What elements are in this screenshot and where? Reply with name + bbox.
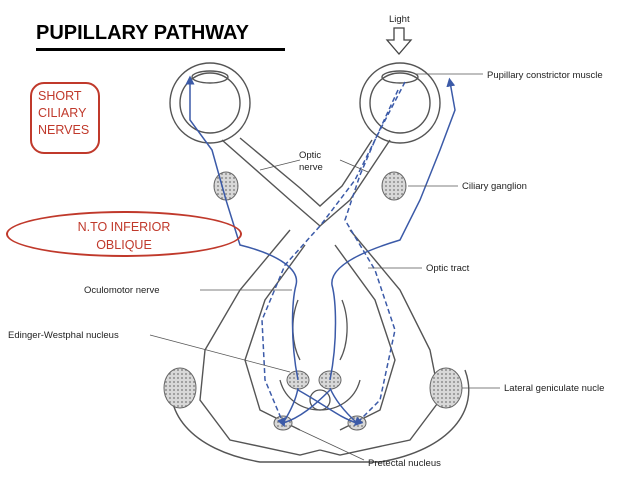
short-ciliary-line1: SHORT [38,89,82,103]
left-ciliary-ganglion [213,171,239,201]
short-ciliary-line2: CILIARY [38,106,87,120]
label-oculomotor-nerve: Oculomotor nerve [84,285,160,296]
title-underline [36,48,285,51]
label-edinger-westphal: Edinger-Westphal nucleus [8,330,119,341]
label-pupillary-constrictor: Pupillary constrictor muscle [487,70,603,81]
label-optic-nerve-line1: Optic [299,150,321,161]
nto-line1: N.TO INFERIOR [77,220,171,234]
right-lateral-geniculate-nucleus [429,367,463,409]
nto-line2: OBLIQUE [96,238,152,252]
label-light: Light [389,14,410,25]
right-eye [359,62,441,144]
leader-lines [149,73,500,461]
efferent-pathway [185,75,456,424]
label-optic-nerve-line2: nerve [299,162,323,173]
slide-title: PUPILLARY PATHWAY [36,22,249,44]
label-optic-tract: Optic tract [426,263,470,274]
afferent-pathway [261,81,406,428]
label-pretectal: Pretectal nucleus [368,458,441,469]
short-ciliary-nerves-annotation: SHORT CILIARY NERVES [30,82,100,154]
label-lateral-geniculate: Lateral geniculate nucle [504,383,604,394]
nerve-to-inferior-oblique-annotation: N.TO INFERIOR OBLIQUE [6,211,242,257]
label-ciliary-ganglion: Ciliary ganglion [462,181,527,192]
short-ciliary-line3: NERVES [38,123,90,137]
light-arrow-icon [385,27,413,55]
left-eye [169,62,251,144]
right-ciliary-ganglion [381,171,407,201]
left-lateral-geniculate-nucleus [163,367,197,409]
